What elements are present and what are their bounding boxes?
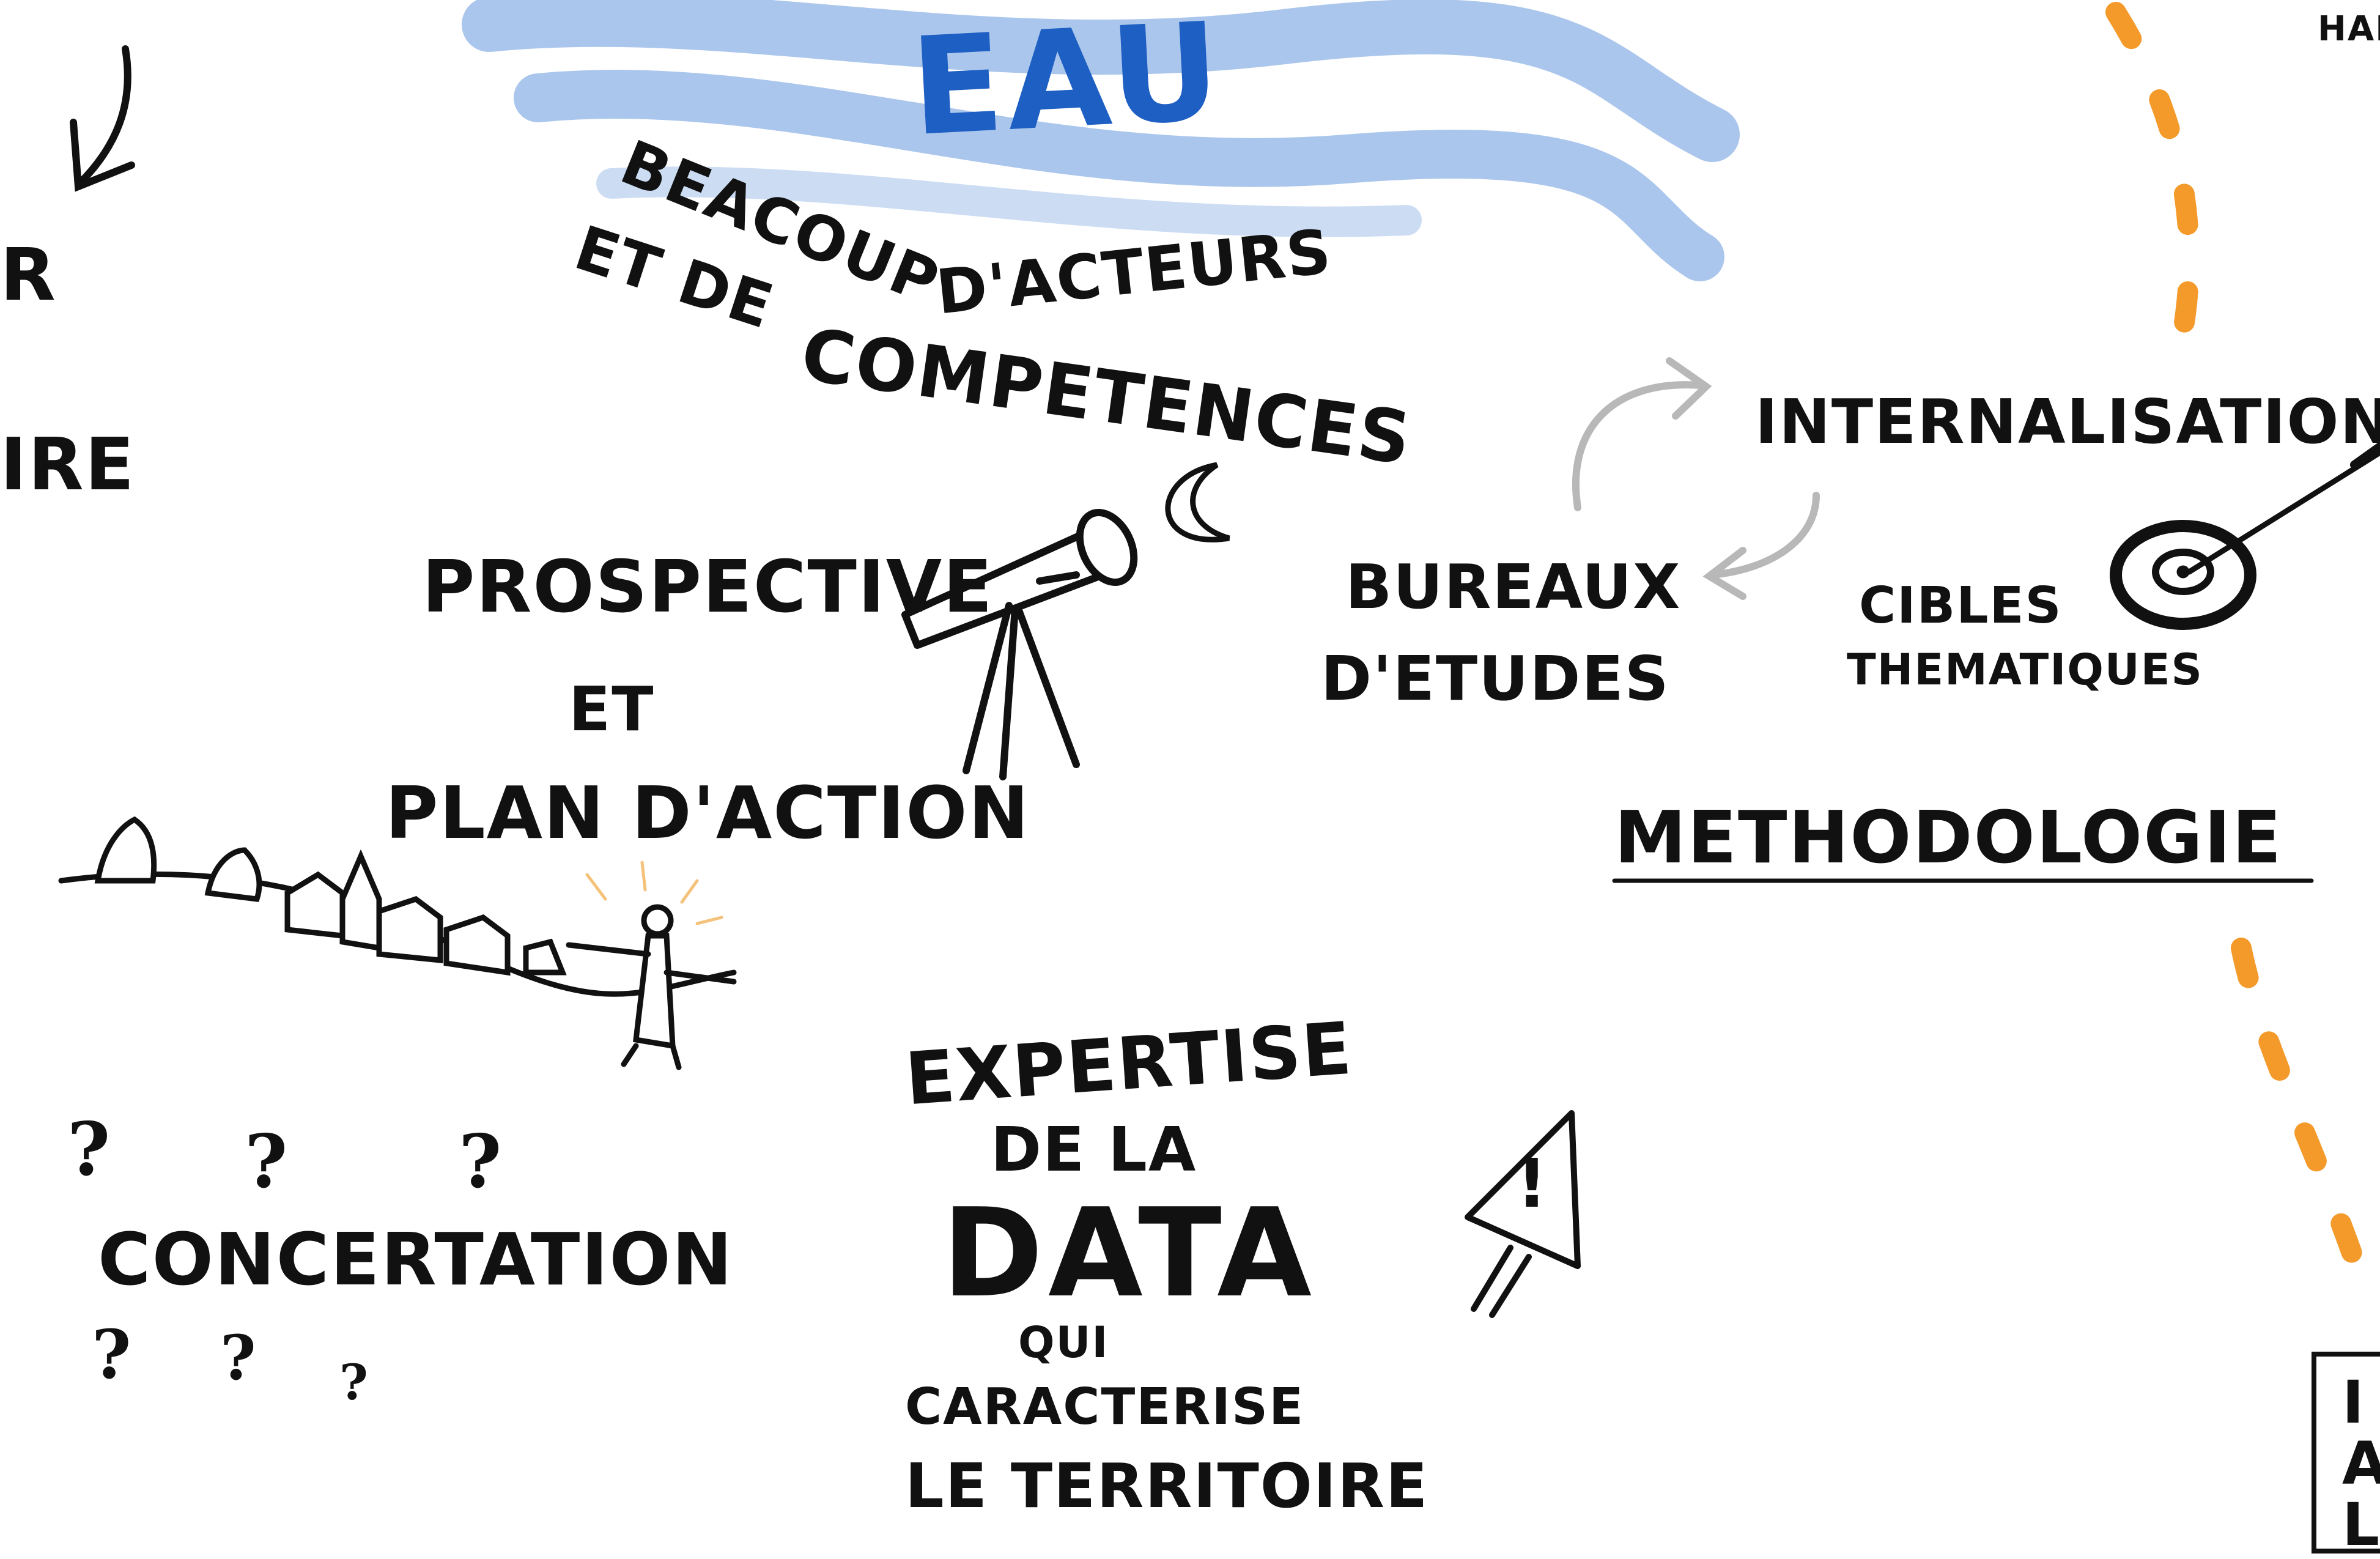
question-mark: ? [220,1322,256,1394]
bureaux-line-2: D'ETUDES [1321,643,1670,714]
question-mark: ? [67,1106,111,1193]
edge-fragment-left-top: R [0,232,57,317]
water-wash [462,0,1740,281]
expertise-line-4: QUI [1018,1317,1109,1368]
bureaux-line-1: BUREAUX [1345,551,1682,623]
warning-exclamation: ! [1517,1144,1549,1223]
telescope-icon [901,509,1138,780]
box-line-2: A [2342,1429,2380,1498]
question-mark: ? [459,1119,502,1205]
edge-fragment-left-mid: IRE [0,422,136,506]
question-mark: ? [245,1119,288,1205]
cibles-line-2: THEMATIQUES [1847,645,2203,695]
expertise-line-5: CARACTERISE [905,1378,1305,1436]
expertise-line-2: DE LA [991,1114,1197,1185]
concertation-label: CONCERTATION [98,1217,734,1302]
prospective-line-1: PROSPECTIVE [422,544,994,629]
prospective-line-3: PLAN D'ACTION [385,771,1030,855]
cycle-arrows-icon [1572,357,1820,600]
edge-fragment-top-right: HAB [2318,9,2380,49]
question-mark: ? [339,1353,368,1411]
box-line-1: I [2342,1368,2364,1437]
title-eau: EAU [907,0,1227,166]
methodologie-heading: METHODOLOGIE [1614,795,2283,879]
orange-dashed-arc [2105,2,2377,1307]
prospective-line-2: ET [569,673,655,745]
down-arrow-icon [70,45,135,192]
question-mark: ? [92,1315,131,1394]
expertise-data: DATA [942,1182,1317,1325]
box-line-3: L [2342,1490,2380,1559]
target-icon [2110,442,2380,630]
sun-rays [585,861,723,925]
warning-sign-icon [1465,1110,1581,1318]
expertise-line-6: LE TERRITOIRE [905,1450,1429,1522]
person-pointing-drawing [566,904,737,1070]
internalisation-label: INTERNALISATION [1755,386,2380,457]
moon-icon [1165,462,1230,543]
cibles-line-1: CIBLES [1859,577,2063,635]
